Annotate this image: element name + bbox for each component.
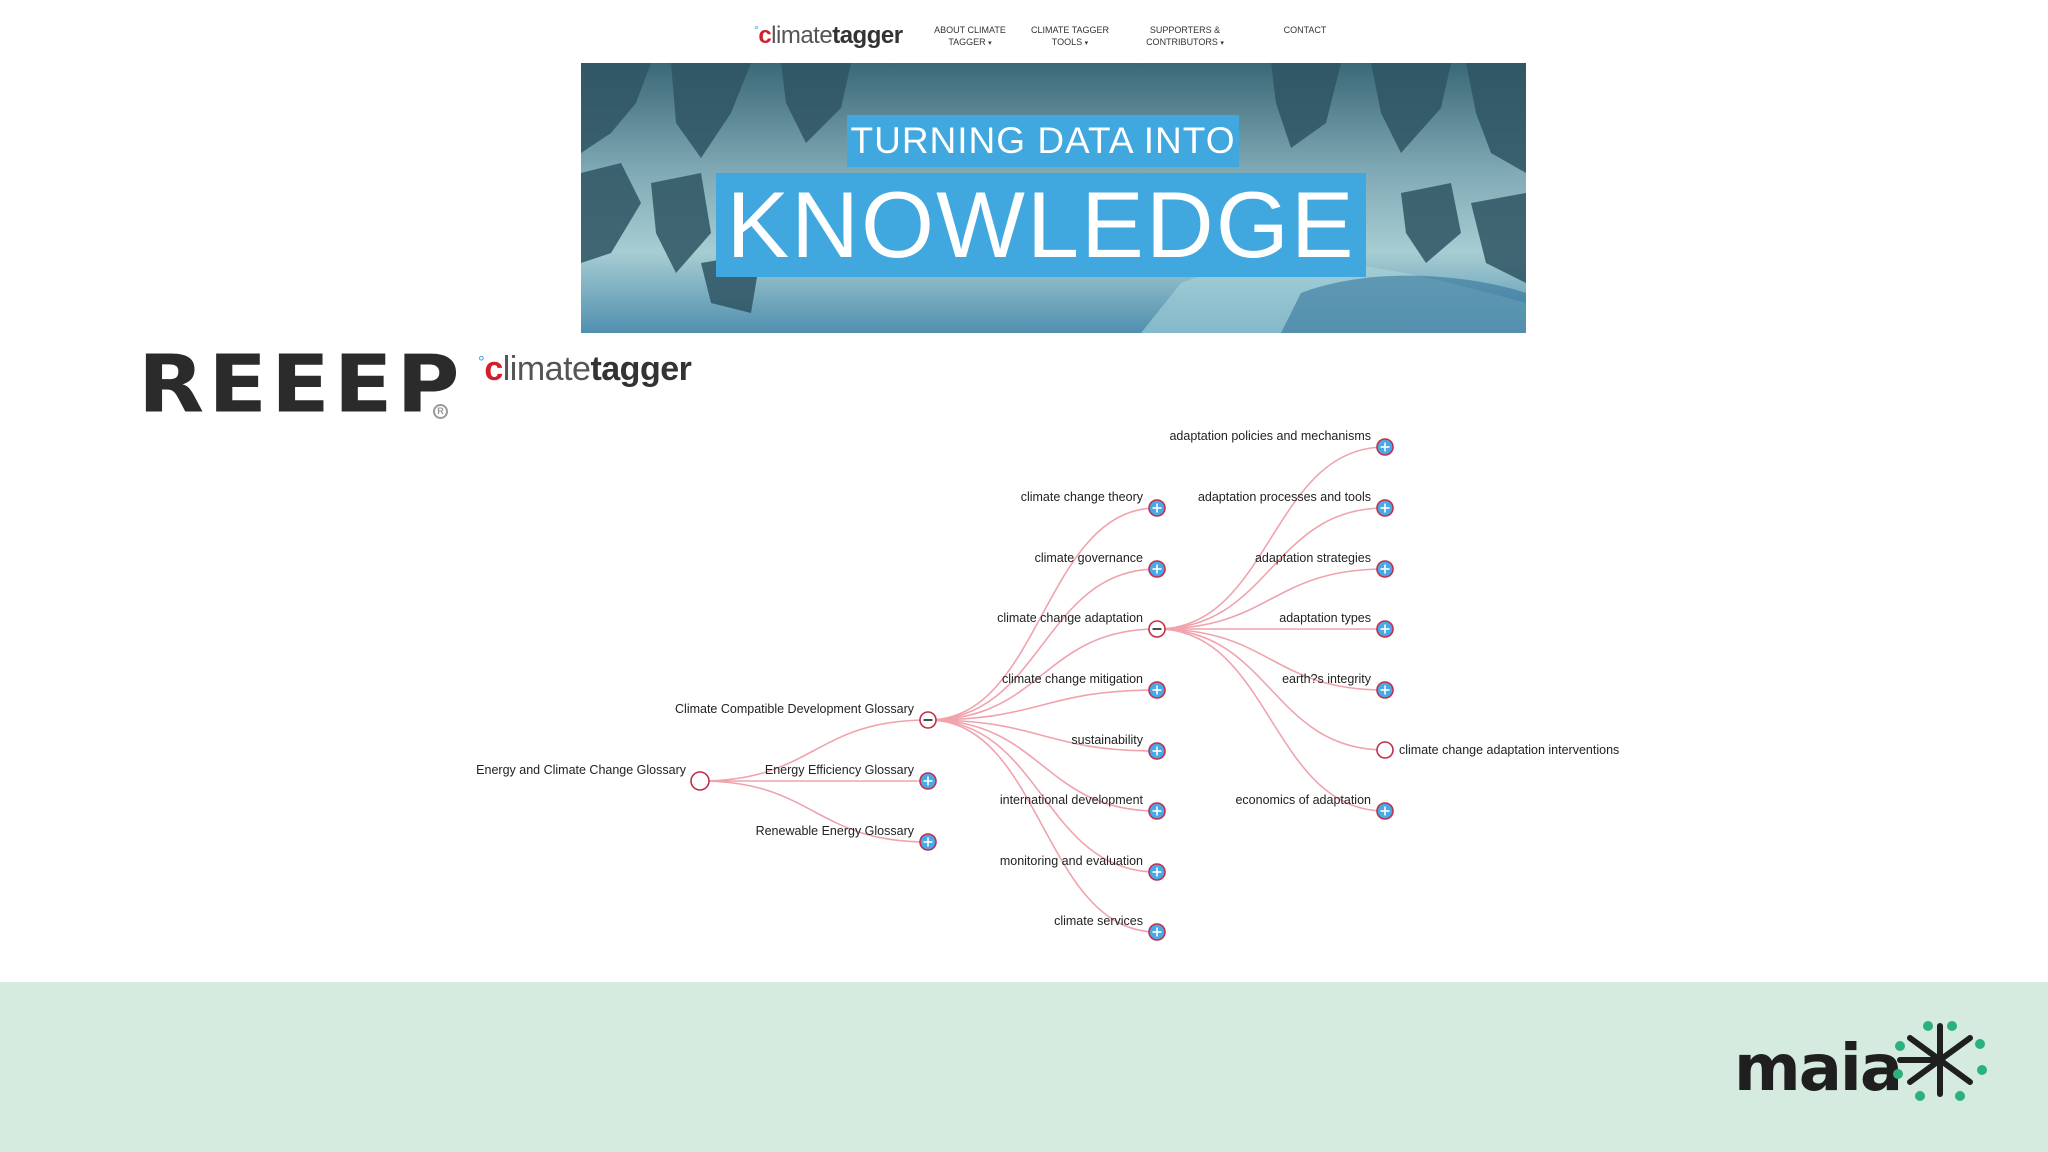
tree-node[interactable]: sustainability (1071, 733, 1165, 759)
tree-node-label: sustainability (1071, 733, 1143, 747)
tree-node[interactable]: earth?s integrity (1282, 672, 1393, 698)
tree-node-label: earth?s integrity (1282, 672, 1372, 686)
tree-node-label: adaptation types (1279, 611, 1371, 625)
tree-node[interactable]: Energy Efficiency Glossary (765, 763, 936, 789)
tree-node-label: climate change mitigation (1002, 672, 1143, 686)
tree-node[interactable]: economics of adaptation (1235, 793, 1393, 819)
tree-node-label: climate governance (1035, 551, 1143, 565)
tree-node-label: climate change adaptation (997, 611, 1143, 625)
tree-node[interactable]: climate change adaptation interventions (1377, 742, 1619, 758)
tree-nodes: Energy and Climate Change Glossary Climat… (476, 429, 1619, 940)
tree-link (928, 569, 1157, 720)
tree-link (1157, 447, 1385, 629)
leaf-node-icon[interactable] (1377, 742, 1393, 758)
tree-node[interactable]: international development (1000, 793, 1165, 819)
tree-node-label: Energy Efficiency Glossary (765, 763, 915, 777)
tree-node-label: climate services (1054, 914, 1143, 928)
tree-node-label: international development (1000, 793, 1144, 807)
tree-link (1157, 629, 1385, 811)
leaf-node-icon[interactable] (691, 772, 709, 790)
tree-link (1157, 629, 1385, 750)
tree-node-label: climate change theory (1021, 490, 1144, 504)
tree-node[interactable]: Renewable Energy Glossary (756, 824, 936, 850)
tree-node[interactable]: Climate Compatible Development Glossary (675, 702, 936, 728)
tree-node[interactable]: climate change mitigation (1002, 672, 1165, 698)
tree-node-label: economics of adaptation (1235, 793, 1371, 807)
tree-node-label: Climate Compatible Development Glossary (675, 702, 915, 716)
tree-node[interactable]: Energy and Climate Change Glossary (476, 763, 709, 790)
maia-snowflake-icon (1890, 1018, 1990, 1102)
tree-node[interactable]: climate change adaptation (997, 611, 1165, 637)
tree-node-label: monitoring and evaluation (1000, 854, 1143, 868)
tree-node[interactable]: adaptation strategies (1255, 551, 1393, 577)
tree-node-label: adaptation policies and mechanisms (1169, 429, 1371, 443)
tree-node-label: Renewable Energy Glossary (756, 824, 915, 838)
tree-node-label: Energy and Climate Change Glossary (476, 763, 687, 777)
tree-node[interactable]: climate governance (1035, 551, 1165, 577)
tree-node-label: adaptation strategies (1255, 551, 1371, 565)
tree-node[interactable]: climate services (1054, 914, 1165, 940)
maia-logo-text: maia (1734, 1034, 1901, 1104)
tree-node-label: climate change adaptation interventions (1399, 743, 1619, 757)
tree-node-label: adaptation processes and tools (1198, 490, 1371, 504)
tree-node[interactable]: monitoring and evaluation (1000, 854, 1165, 880)
tree-node[interactable]: adaptation processes and tools (1198, 490, 1393, 516)
glossary-tree: Energy and Climate Change Glossary Climat… (0, 0, 2048, 982)
tree-link (928, 720, 1157, 932)
tree-node[interactable]: adaptation types (1279, 611, 1393, 637)
tree-node[interactable]: climate change theory (1021, 490, 1165, 516)
